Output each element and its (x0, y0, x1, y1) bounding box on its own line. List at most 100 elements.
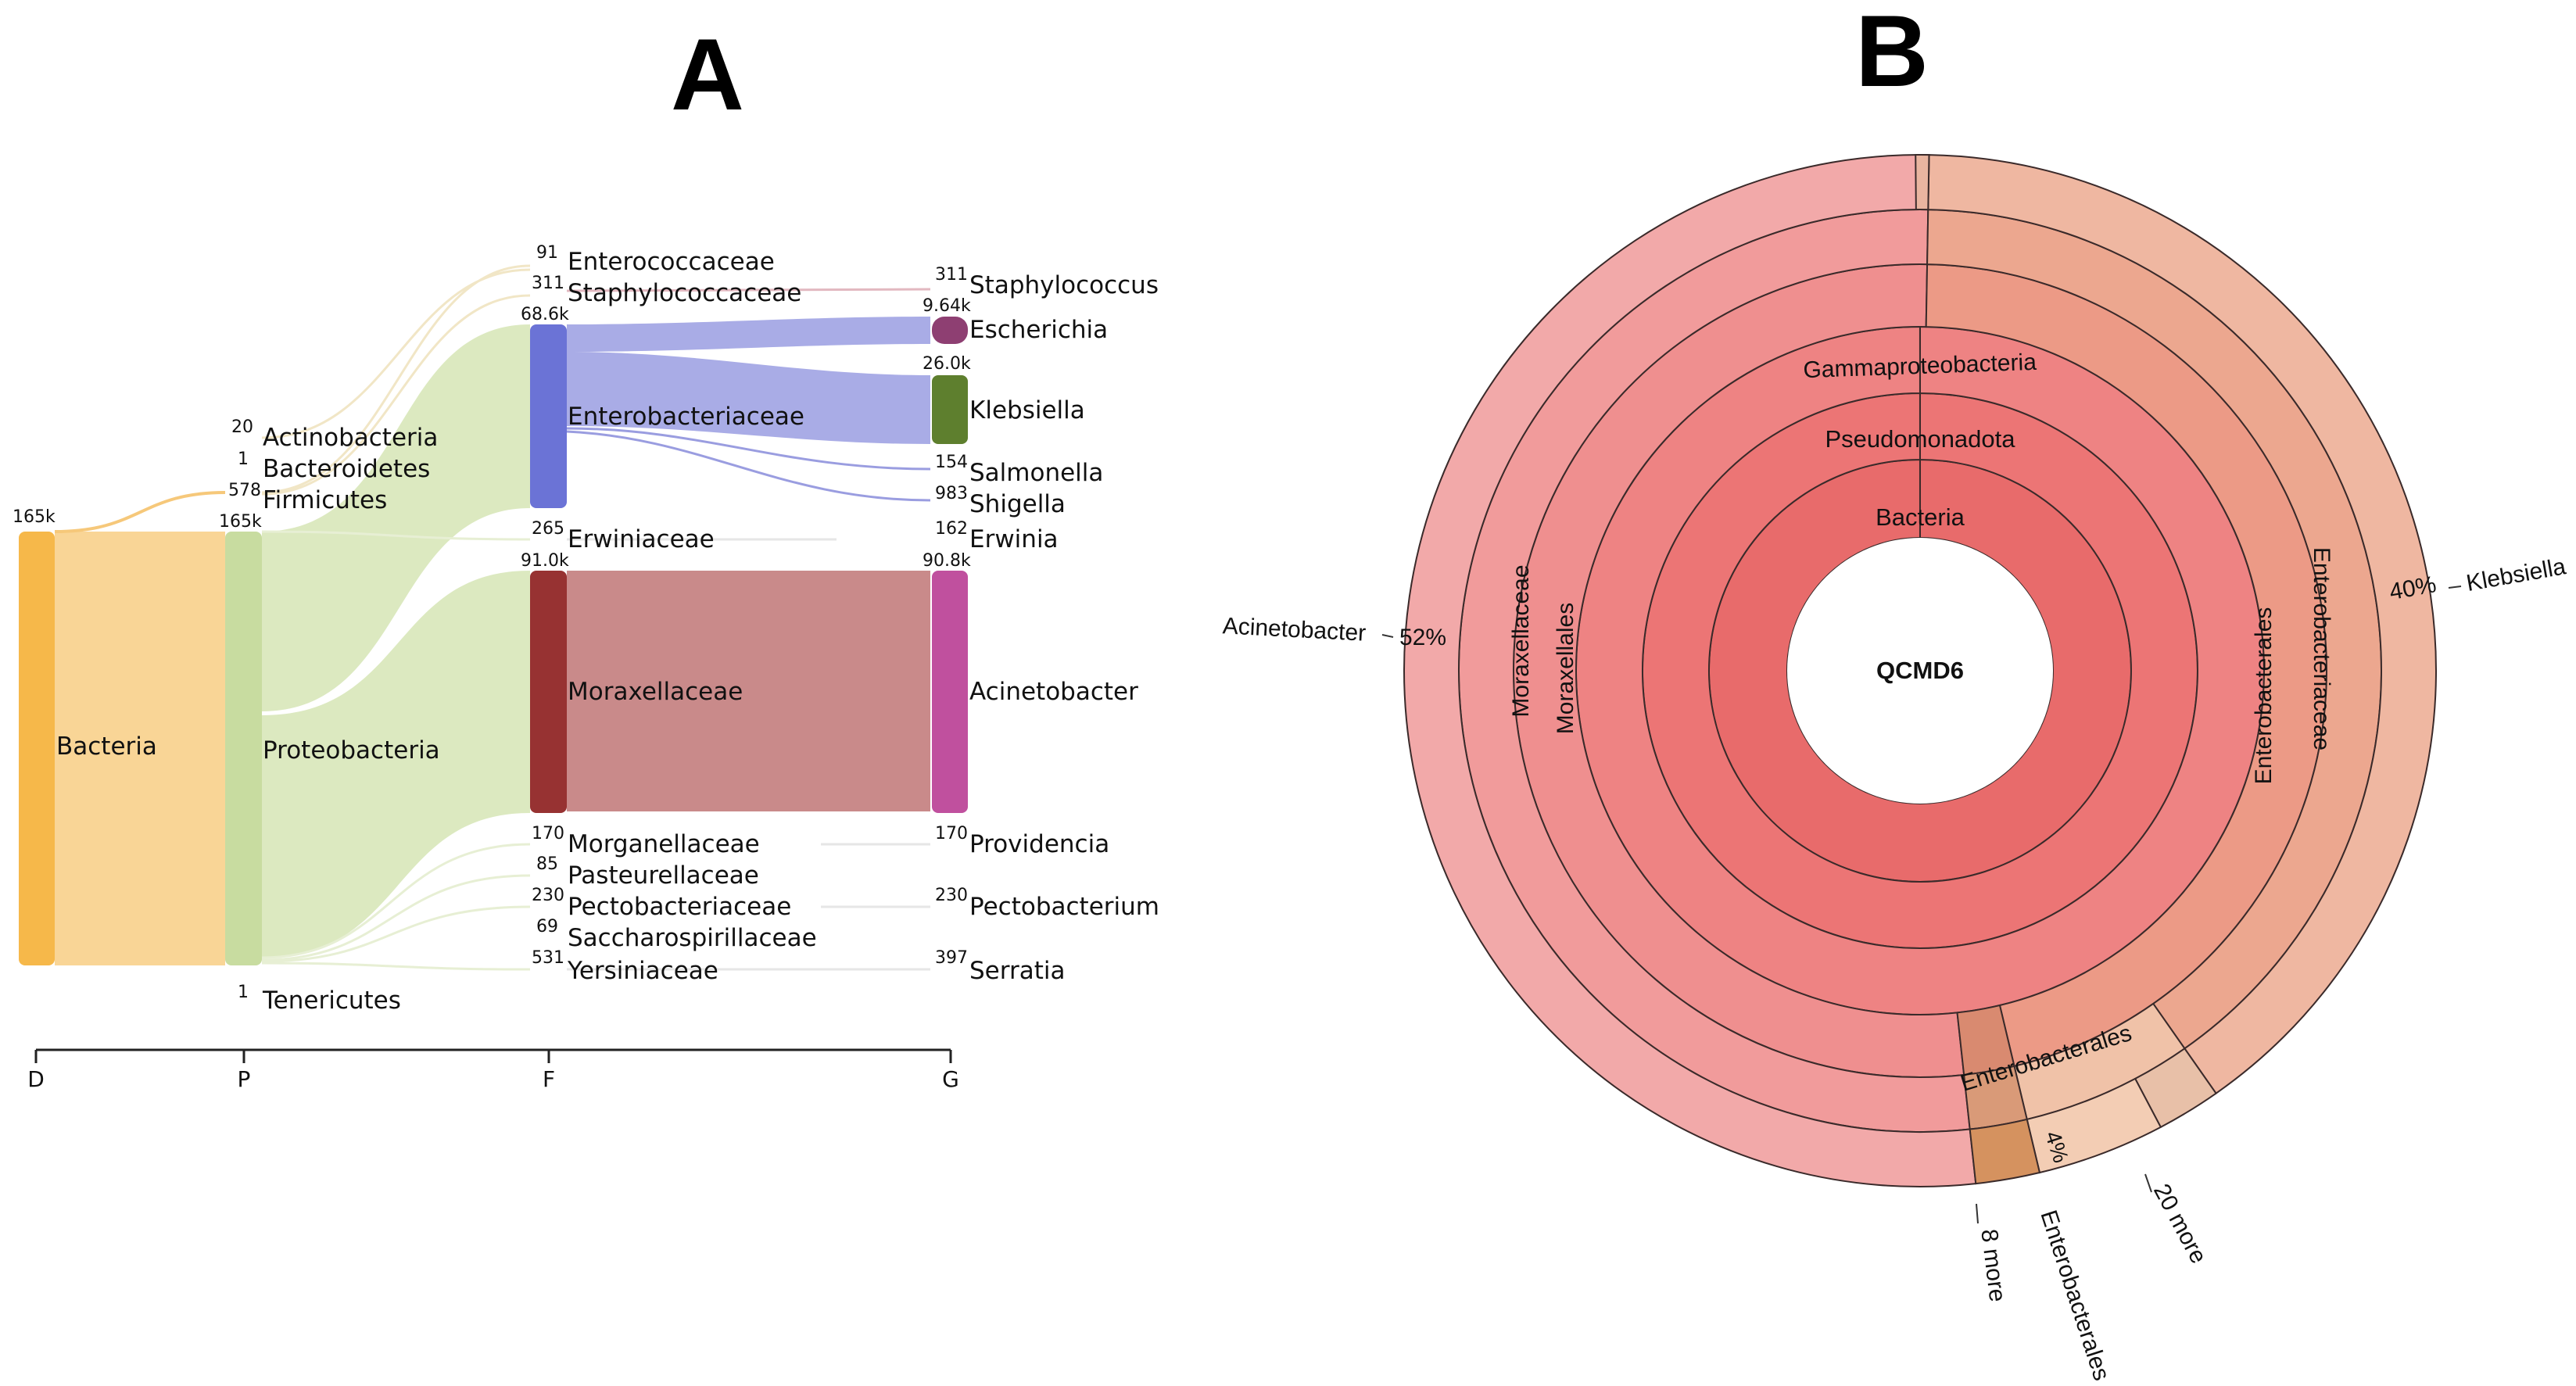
node-klebsiella (932, 375, 968, 444)
flow-bacteria-firmicutes (54, 491, 226, 533)
flow-moraxellaceae-acinetobacter (567, 571, 930, 811)
node-enterobacteriaceae (530, 324, 567, 508)
count-enterobacteriaceae: 68.6k (521, 305, 569, 324)
label-pectobacteriaceae: Pectobacteriaceae (568, 893, 791, 921)
count-staphylococcaceae: 311 (532, 274, 564, 293)
krona-chart (1403, 154, 2437, 1187)
label-yersiniaceae: Yersiniaceae (567, 957, 718, 985)
krona-genus-8-more (1969, 1118, 2041, 1185)
label-staphylococcus: Staphylococcus (969, 271, 1159, 299)
label-pasteurellaceae: Pasteurellaceae (568, 861, 759, 890)
label-staphylococcaceae: Staphylococcaceae (568, 279, 801, 307)
flow-small-genera (567, 843, 930, 971)
label-pectobacterium: Pectobacterium (969, 893, 1159, 921)
label-erwiniaceae: Erwiniaceae (568, 525, 715, 553)
label-moraxellaceae: Moraxellaceae (568, 678, 743, 706)
flow-enterobacteriaceae-klebsiella (567, 352, 930, 444)
flow-enterobacteriaceae-escherichia (567, 317, 930, 352)
axis-label-p: P (238, 1066, 251, 1092)
count-escherichia: 9.64k (923, 296, 971, 316)
ring-label-order-right: Enterobacterales (2251, 607, 2277, 785)
node-escherichia (932, 317, 968, 344)
count-enterococcaceae: 91 (536, 243, 558, 263)
label-acinetobacter: Acinetobacter (969, 678, 1138, 706)
label-morganellaceae: Morganellaceae (568, 830, 760, 858)
krona-genus-sliver (1915, 154, 1930, 211)
panel-b-letter: B (1855, 0, 1929, 108)
count-bacteria: 165k (13, 507, 56, 527)
count-pectobacteriaceae: 230 (532, 886, 564, 905)
count-shigella: 983 (935, 484, 968, 503)
node-acinetobacter (932, 571, 968, 813)
count-erwiniaceae: 265 (532, 519, 564, 539)
slice-label-20-more: 20 more (2148, 1180, 2212, 1268)
count-pasteurellaceae: 85 (536, 854, 558, 874)
count-pectobacterium: 230 (935, 886, 968, 905)
label-saccharospirillaceae: Saccharospirillaceae (568, 924, 817, 952)
label-enterobacteriaceae: Enterobacteriaceae (568, 403, 804, 431)
krona-center-label: QCMD6 (1876, 657, 1964, 684)
count-providencia: 170 (935, 824, 968, 843)
flow-bacteria-proteobacteria (55, 532, 225, 965)
label-providencia: Providencia (969, 830, 1109, 858)
label-proteobacteria: Proteobacteria (263, 736, 440, 765)
count-erwinia: 162 (935, 519, 968, 539)
count-salmonella: 154 (935, 453, 968, 472)
flow-staphylococcaceae-staphylococcus (566, 288, 931, 292)
label-bacteria: Bacteria (56, 732, 157, 761)
label-enterococcaceae: Enterococcaceae (568, 248, 775, 276)
flow-proteobacteria-moraxellaceae (262, 571, 530, 958)
count-klebsiella: 26.0k (923, 354, 971, 374)
count-firmicutes: 578 (228, 481, 261, 500)
label-erwinia: Erwinia (969, 525, 1059, 553)
flow-thin-small-families (261, 530, 531, 971)
krona-leader-lines (1381, 586, 2462, 1224)
node-moraxellaceae (530, 571, 567, 813)
count-bacteroidetes: 1 (238, 449, 249, 469)
label-actinobacteria: Actinobacteria (263, 424, 438, 452)
ring-label-family-left: Moraxellaceae (1508, 564, 1534, 717)
slice-label-8-more: 8 more (1976, 1227, 2010, 1303)
panel-a-letter: A (671, 17, 744, 131)
slice-label-klebsiella: Klebsiella (2464, 553, 2567, 596)
panel-a: A (13, 17, 1159, 1092)
axis-label-f: F (543, 1066, 555, 1092)
krona-genus-klebsiella (1927, 154, 2437, 1095)
count-proteobacteria: 165k (219, 512, 262, 532)
count-staphylococcus: 311 (935, 265, 968, 285)
sankey-nodes (19, 317, 968, 965)
label-salmonella: Salmonella (969, 459, 1103, 487)
krona-center-hole (1787, 538, 2053, 804)
ring-label-phylum: Pseudomonadota (1825, 425, 2015, 453)
count-tenericutes: 1 (238, 983, 249, 1002)
count-acinetobacter: 90.8k (923, 551, 971, 571)
count-serratia: 397 (935, 948, 968, 968)
label-firmicutes: Firmicutes (263, 486, 387, 514)
ring-label-order-left: Moraxellales (1553, 603, 1578, 734)
ring-label-family-right: Enterobacteriaceae (2309, 547, 2334, 750)
ring-label-kingdom: Bacteria (1876, 503, 1965, 531)
slice-percent-acinetobacter: 52% (1399, 625, 1446, 650)
label-bacteroidetes: Bacteroidetes (263, 455, 430, 483)
label-shigella: Shigella (969, 490, 1066, 518)
count-actinobacteria: 20 (231, 417, 253, 437)
count-moraxellaceae: 91.0k (521, 551, 569, 571)
axis-label-d: D (27, 1066, 45, 1092)
panel-b: B Bacteria Pseudomonadota Gammaproteobac… (1222, 0, 2568, 1384)
flow-firmicutes-families (261, 264, 531, 496)
flow-enterobacteriaceae-shigella (566, 427, 931, 502)
label-tenericutes: Tenericutes (262, 987, 401, 1015)
count-saccharospirillaceae: 69 (536, 917, 558, 937)
flow-proteobacteria-enterobacteriaceae (262, 324, 530, 711)
axis-label-g: G (942, 1066, 959, 1092)
node-bacteria (19, 532, 55, 965)
count-morganellaceae: 170 (532, 824, 564, 843)
count-yersiniaceae: 531 (532, 948, 564, 968)
rank-axis (34, 1048, 952, 1063)
slice-label-acinetobacter: Acinetobacter (1222, 613, 1367, 646)
label-klebsiella: Klebsiella (969, 396, 1085, 424)
label-serratia: Serratia (969, 957, 1065, 985)
slice-label-enterobacterales: Enterobacterales (2035, 1207, 2114, 1384)
node-proteobacteria (225, 532, 262, 965)
